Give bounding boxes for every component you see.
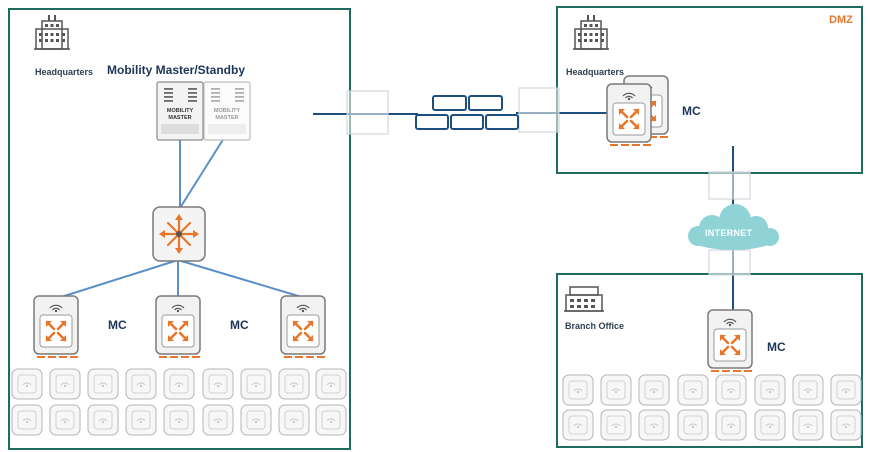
mobility-master-standby-title: Mobility Master/Standby	[107, 63, 246, 77]
mc-label-dmz: MC	[682, 104, 701, 118]
mobility-controller-branch	[706, 308, 754, 373]
mobility-controller-dmz	[605, 82, 653, 147]
mobility-controller-left-3	[279, 294, 327, 359]
mm-primary-text-line-2: MASTER	[168, 115, 191, 121]
mc-label-left-1: MC	[108, 318, 127, 332]
mobility-controller-left-2	[154, 294, 202, 359]
wall-pass-through-markers	[346, 87, 751, 276]
branch-office-label: Branch Office	[565, 321, 625, 331]
dmz-label: DMZ	[829, 14, 853, 26]
internet-label: INTERNET	[705, 228, 753, 238]
connection-lines	[57, 112, 734, 312]
mc-label-branch: MC	[767, 340, 786, 354]
mm-primary-text-line-1: MOBILITY	[167, 108, 194, 114]
dmz-headquarters-label: Headquarters	[566, 67, 625, 77]
headquarters-dmz-region	[556, 6, 863, 174]
mobility-master-standby-server: MOBILITY MASTER	[203, 81, 251, 141]
core-switch-icon	[152, 206, 206, 262]
headquarters-label: Headquarters	[35, 67, 94, 77]
mobility-master-server: MOBILITY MASTER	[156, 81, 204, 141]
internet-cloud-icon	[688, 204, 779, 250]
mc-label-left-2: MC	[230, 318, 249, 332]
firewall-icon	[415, 95, 519, 130]
mm-standby-text-line-1: MOBILITY	[214, 108, 241, 114]
mobility-controller-left-1	[32, 294, 80, 359]
mm-standby-text-line-2: MASTER	[215, 115, 238, 121]
